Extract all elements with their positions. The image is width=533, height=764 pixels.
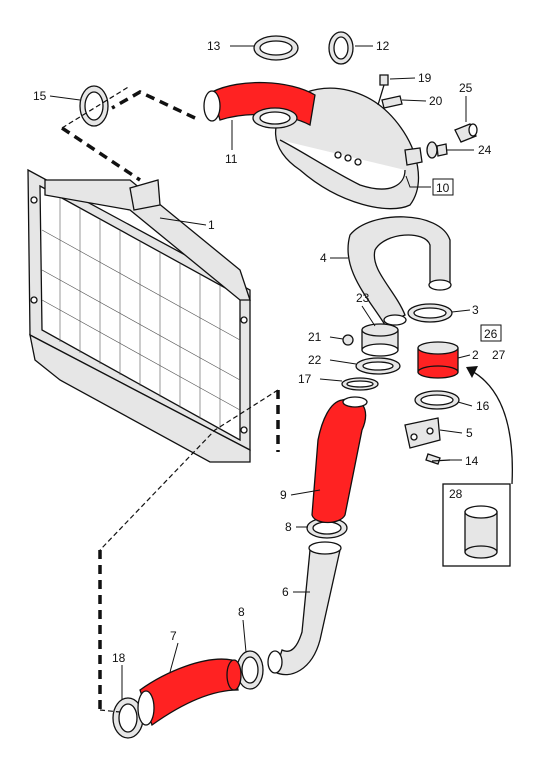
label-26-box bbox=[480, 324, 502, 342]
label-10: 10 bbox=[436, 181, 450, 195]
label-6: 6 bbox=[282, 585, 289, 599]
bolt-21 bbox=[342, 334, 354, 346]
label-21: 21 bbox=[308, 330, 322, 344]
label-25: 25 bbox=[459, 81, 473, 95]
label-13: 13 bbox=[207, 39, 221, 53]
part-labels: 1 2 3 4 5 6 7 8 8 9 10 11 12 13 14 15 16… bbox=[33, 39, 506, 665]
label-16: 16 bbox=[476, 399, 490, 413]
inset-28 bbox=[442, 483, 511, 567]
bolt-14 bbox=[425, 453, 451, 465]
clamp-17 bbox=[341, 377, 379, 391]
label-22: 22 bbox=[308, 353, 322, 367]
label-1: 1 bbox=[208, 218, 215, 232]
label-23: 23 bbox=[356, 291, 370, 305]
charge-air-pipe-lower bbox=[267, 541, 342, 676]
label-9: 9 bbox=[280, 488, 287, 502]
clamp-16 bbox=[414, 390, 460, 410]
label-12: 12 bbox=[376, 39, 390, 53]
clamp-12 bbox=[328, 31, 354, 65]
inset-arrow bbox=[466, 366, 513, 485]
label-7: 7 bbox=[170, 629, 177, 643]
leader-lines bbox=[49, 45, 474, 700]
clamp-15 bbox=[79, 85, 109, 127]
hose-11 bbox=[203, 81, 316, 129]
bracket-5 bbox=[404, 417, 441, 449]
label-28: 28 bbox=[449, 487, 463, 501]
cap-25 bbox=[454, 123, 478, 143]
intercooler-radiator bbox=[27, 168, 251, 463]
label-19: 19 bbox=[418, 71, 432, 85]
label-8-upper: 8 bbox=[285, 520, 292, 534]
hose-4 bbox=[347, 216, 452, 326]
label-24: 24 bbox=[478, 143, 492, 157]
label-27: 27 bbox=[492, 348, 506, 362]
label-10-box bbox=[432, 178, 454, 196]
label-18: 18 bbox=[112, 651, 126, 665]
clamp-22 bbox=[355, 357, 401, 375]
clip-20 bbox=[381, 95, 403, 109]
label-2: 2 bbox=[472, 348, 479, 362]
clamp-3 bbox=[407, 303, 453, 323]
dashed-routing bbox=[61, 85, 280, 713]
hose-9 bbox=[311, 396, 368, 524]
clamp-8-lower bbox=[236, 650, 264, 690]
label-11: 11 bbox=[225, 152, 238, 166]
sensor-19 bbox=[377, 74, 389, 106]
connector-23 bbox=[361, 323, 399, 357]
label-17: 17 bbox=[298, 372, 312, 386]
sleeve-2 bbox=[417, 341, 459, 379]
clamp-13 bbox=[253, 35, 299, 61]
label-14: 14 bbox=[465, 454, 479, 468]
fitting-24 bbox=[426, 141, 448, 159]
label-26: 26 bbox=[484, 327, 498, 341]
label-8-lower: 8 bbox=[238, 605, 245, 619]
label-3: 3 bbox=[472, 303, 479, 317]
label-20: 20 bbox=[429, 94, 443, 108]
label-15: 15 bbox=[33, 89, 47, 103]
hose-7 bbox=[137, 658, 242, 727]
label-5: 5 bbox=[466, 426, 473, 440]
label-4: 4 bbox=[320, 251, 327, 265]
